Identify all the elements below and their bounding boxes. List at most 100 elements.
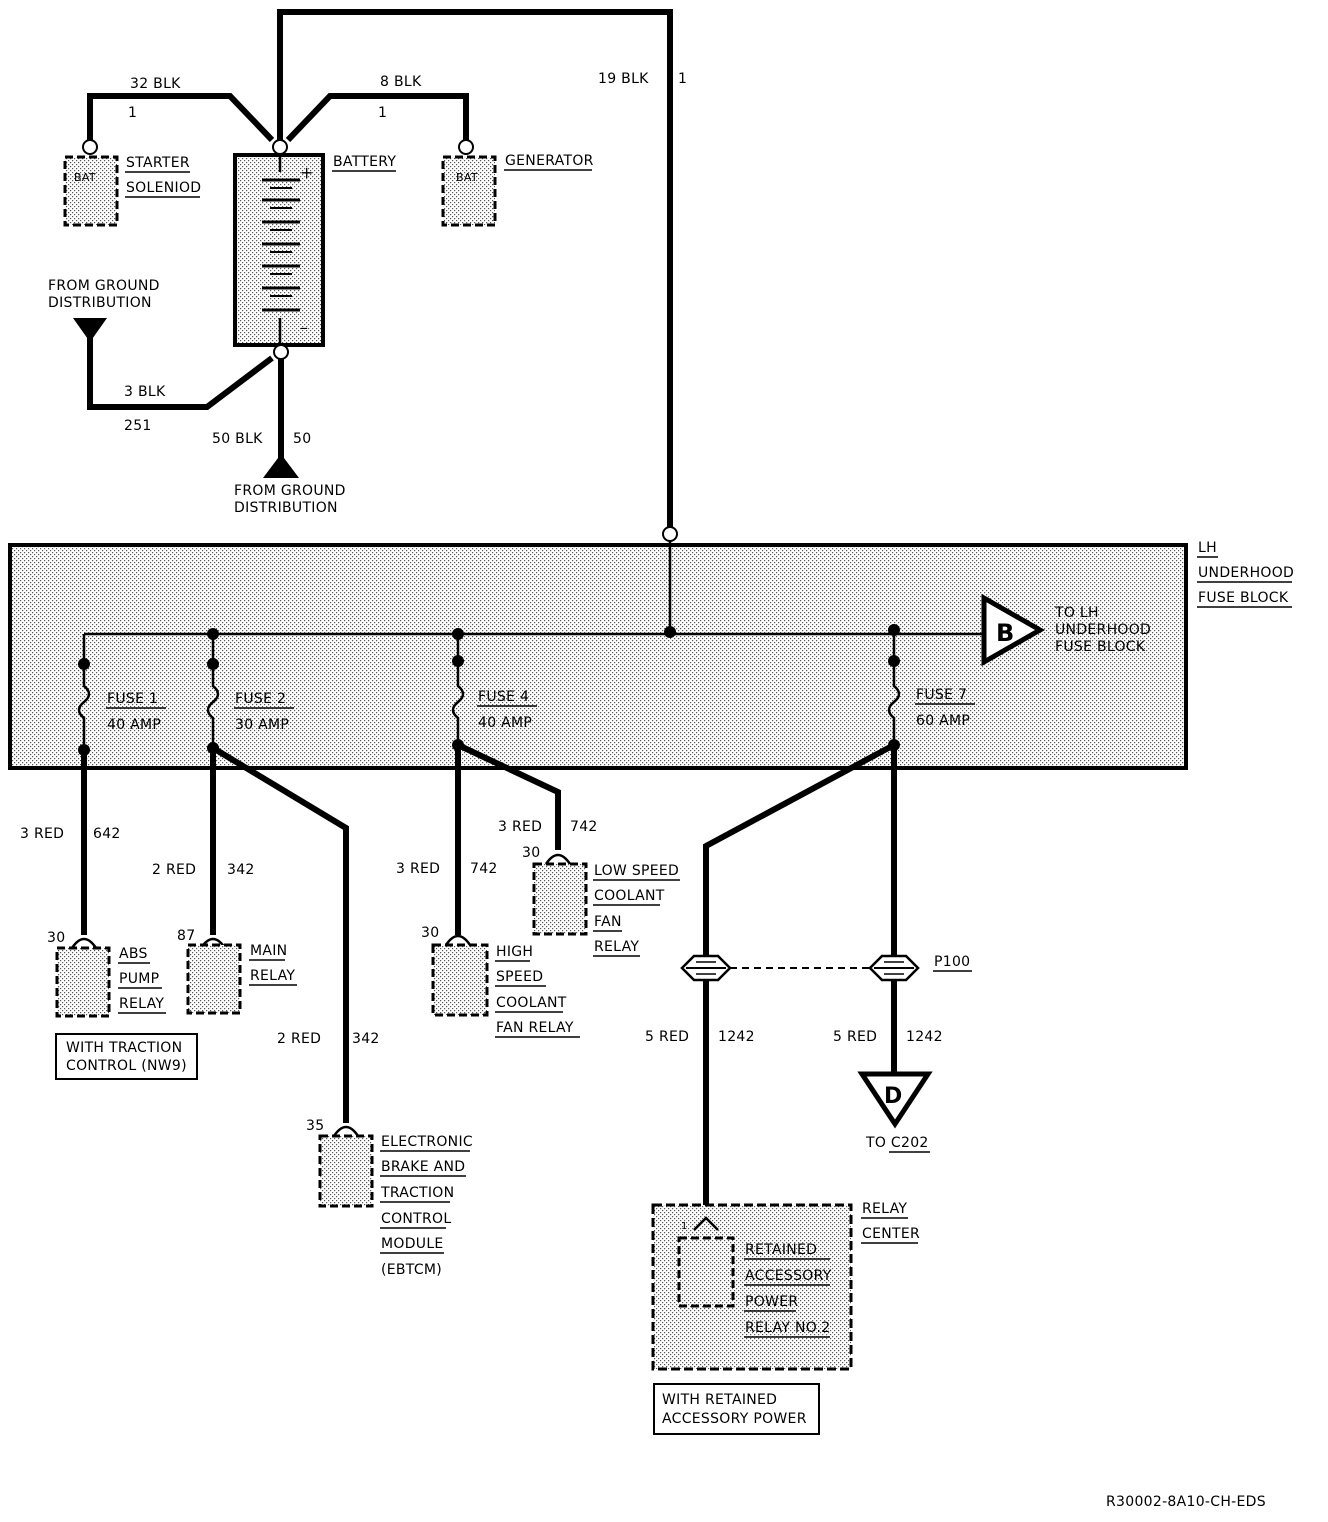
battery-neg: – [300, 318, 308, 337]
ground-top-line1: FROM GROUND [48, 278, 160, 294]
feed-terminal [662, 526, 678, 542]
generator-label: GENERATOR [505, 153, 594, 169]
abs-pin: 30 [47, 930, 65, 946]
splice-dot [888, 624, 900, 636]
ground-top-symbol [73, 318, 107, 342]
fuse-1-amp: 40 AMP [107, 717, 161, 733]
splice-dot [452, 655, 464, 667]
battery-pos: + [300, 163, 314, 182]
wire-3-num: 251 [124, 418, 152, 434]
high-fan-line3: COOLANT [496, 995, 567, 1011]
low-fan-line1: LOW SPEED [594, 863, 679, 879]
splice-dot [207, 628, 219, 640]
splice-dot [207, 658, 219, 670]
fuse-1 [77, 634, 91, 750]
rap-terminal [693, 1216, 719, 1231]
wire-8-blk [285, 93, 469, 143]
connector-d: D [857, 1071, 933, 1129]
wire-19-num: 1 [678, 71, 687, 87]
wire-50-num: 50 [293, 431, 311, 447]
fuse-2-amp: 30 AMP [235, 717, 289, 733]
ebtcm-line2: BRAKE AND [381, 1159, 465, 1175]
conn-b-line3: FUSE BLOCK [1055, 639, 1146, 655]
rap-note-box [653, 1383, 820, 1435]
high-speed-fan-relay [431, 934, 489, 1017]
relay-center-line2: CENTER [862, 1226, 920, 1242]
fuse-2 [206, 634, 220, 750]
rap-note2: ACCESSORY POWER [662, 1411, 807, 1427]
wire-f1-b: 642 [93, 826, 121, 842]
rap-relay [677, 1236, 735, 1308]
ebtcm-line4: CONTROL [381, 1211, 451, 1227]
fuse-7-name: FUSE 7 [916, 687, 967, 703]
abs-pump-relay [55, 937, 111, 1018]
rap-line1: RETAINED [745, 1242, 817, 1258]
ebtcm-line6: (EBTCM) [381, 1262, 442, 1278]
battery-neg-terminal [273, 344, 289, 360]
low-fan-line2: COOLANT [594, 888, 665, 904]
wire-32-num: 1 [128, 105, 137, 121]
wire-3-blk [87, 338, 274, 410]
relay-center-pin: 1 [681, 1221, 688, 1232]
wire-32-blk [87, 93, 275, 143]
wire-f1-a: 3 RED [20, 826, 64, 842]
splice-dot [452, 628, 464, 640]
ground-top-line2: DISTRIBUTION [48, 295, 152, 311]
abs-note2: CONTROL (NW9) [66, 1058, 187, 1074]
fuse-7-amp: 60 AMP [916, 713, 970, 729]
low-fan-pin: 30 [522, 845, 540, 861]
wire-f7-b: 1242 [718, 1029, 755, 1045]
wire-50-label: 50 BLK [212, 431, 263, 447]
wire-342-ebtcm [211, 745, 349, 1123]
svg-text:BAT: BAT [74, 171, 96, 184]
fuse-7 [887, 630, 901, 745]
wire-f4-c: 3 RED [498, 819, 542, 835]
rap-line4: RELAY NO.2 [745, 1320, 830, 1336]
low-speed-fan-relay [532, 853, 588, 936]
high-fan-line1: HIGH [496, 944, 533, 960]
low-fan-line3: FAN [594, 914, 622, 930]
ground-bottom-line2: DISTRIBUTION [234, 500, 338, 516]
fuse-block-line3: FUSE BLOCK [1198, 590, 1289, 606]
p100-label: P100 [934, 954, 970, 970]
high-fan-pin: 30 [421, 925, 439, 941]
abs-note1: WITH TRACTION [66, 1040, 182, 1056]
fuse-2-name: FUSE 2 [235, 691, 286, 707]
ebtcm-module [318, 1125, 374, 1208]
fuse-4-name: FUSE 4 [478, 689, 529, 705]
battery-pos-terminal [272, 139, 288, 155]
p100-connector-right [868, 954, 920, 982]
rap-note1: WITH RETAINED [662, 1392, 777, 1408]
wire-32-label: 32 BLK [130, 76, 181, 92]
abs-note-box [55, 1033, 198, 1080]
conn-b-line1: TO LH [1054, 605, 1099, 621]
main-relay-line2: RELAY [250, 968, 295, 984]
starter-line2: SOLENIOD [126, 180, 201, 196]
wire-8-num: 1 [378, 105, 387, 121]
wire-f4-a: 3 RED [396, 861, 440, 877]
wire-1242-rap [703, 742, 896, 1214]
wire-f7-c: 5 RED [833, 1029, 877, 1045]
battery: + – [233, 153, 325, 347]
svg-text:BAT: BAT [456, 171, 478, 184]
splice-dot [888, 655, 900, 667]
conn-d-label: TO C202 [865, 1135, 929, 1151]
ground-bottom-line1: FROM GROUND [234, 483, 346, 499]
wire-19-blk [277, 9, 673, 533]
starter-line1: STARTER [126, 155, 190, 171]
abs-line3: RELAY [119, 996, 164, 1012]
wire-f7-d: 1242 [906, 1029, 943, 1045]
wire-8-label: 8 BLK [380, 74, 422, 90]
ground-bottom-symbol [263, 454, 299, 478]
main-relay [186, 937, 242, 1015]
ebtcm-line1: ELECTRONIC [381, 1134, 473, 1150]
low-fan-line4: RELAY [594, 939, 639, 955]
fuse-1-name: FUSE 1 [107, 691, 158, 707]
wire-f7-a: 5 RED [645, 1029, 689, 1045]
battery-label: BATTERY [333, 154, 396, 170]
abs-line2: PUMP [119, 971, 159, 987]
wire-3-label: 3 BLK [124, 384, 166, 400]
high-fan-line4: FAN RELAY [496, 1020, 574, 1036]
wire-f2-a: 2 RED [152, 862, 196, 878]
